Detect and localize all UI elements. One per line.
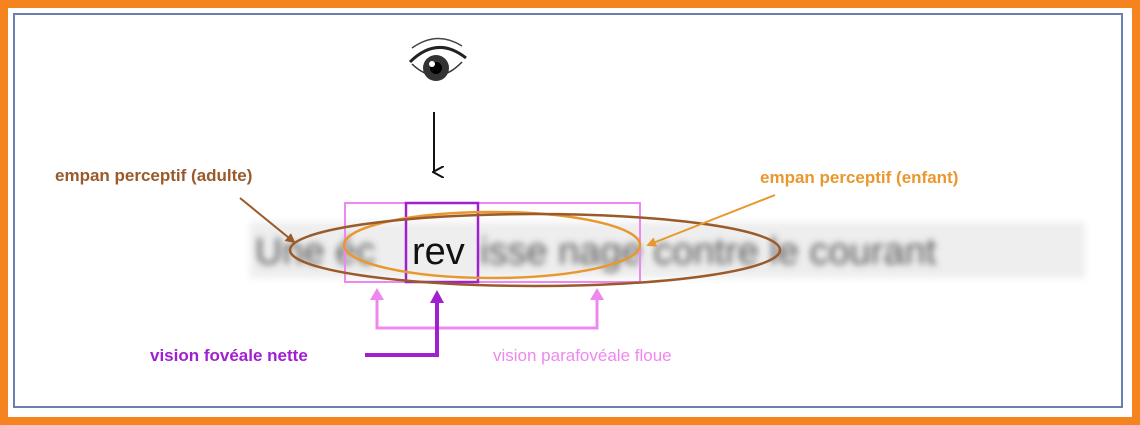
adult-span-label: empan perceptif (adulte) — [55, 166, 252, 185]
child-span-arrow — [646, 194, 776, 247]
adult-span-ellipse — [288, 212, 782, 288]
foveal-box — [404, 201, 480, 284]
child-span-ellipse — [342, 210, 642, 280]
foveal-arrow — [365, 290, 444, 357]
eye-icon — [408, 37, 467, 81]
foveal-word: rev — [412, 231, 465, 273]
blurred-text-right: isse nage contre le courant — [480, 231, 937, 273]
diagram-frame — [8, 8, 1132, 417]
child-span-label: empan perceptif (enfant) — [760, 168, 958, 187]
diagram-panel — [13, 13, 1123, 408]
parafoveal-label: vision parafovéale floue — [493, 346, 672, 365]
parafoveal-arrows — [370, 288, 604, 330]
adult-span-arrow — [239, 197, 296, 244]
foveal-label: vision fovéale nette — [150, 346, 308, 365]
